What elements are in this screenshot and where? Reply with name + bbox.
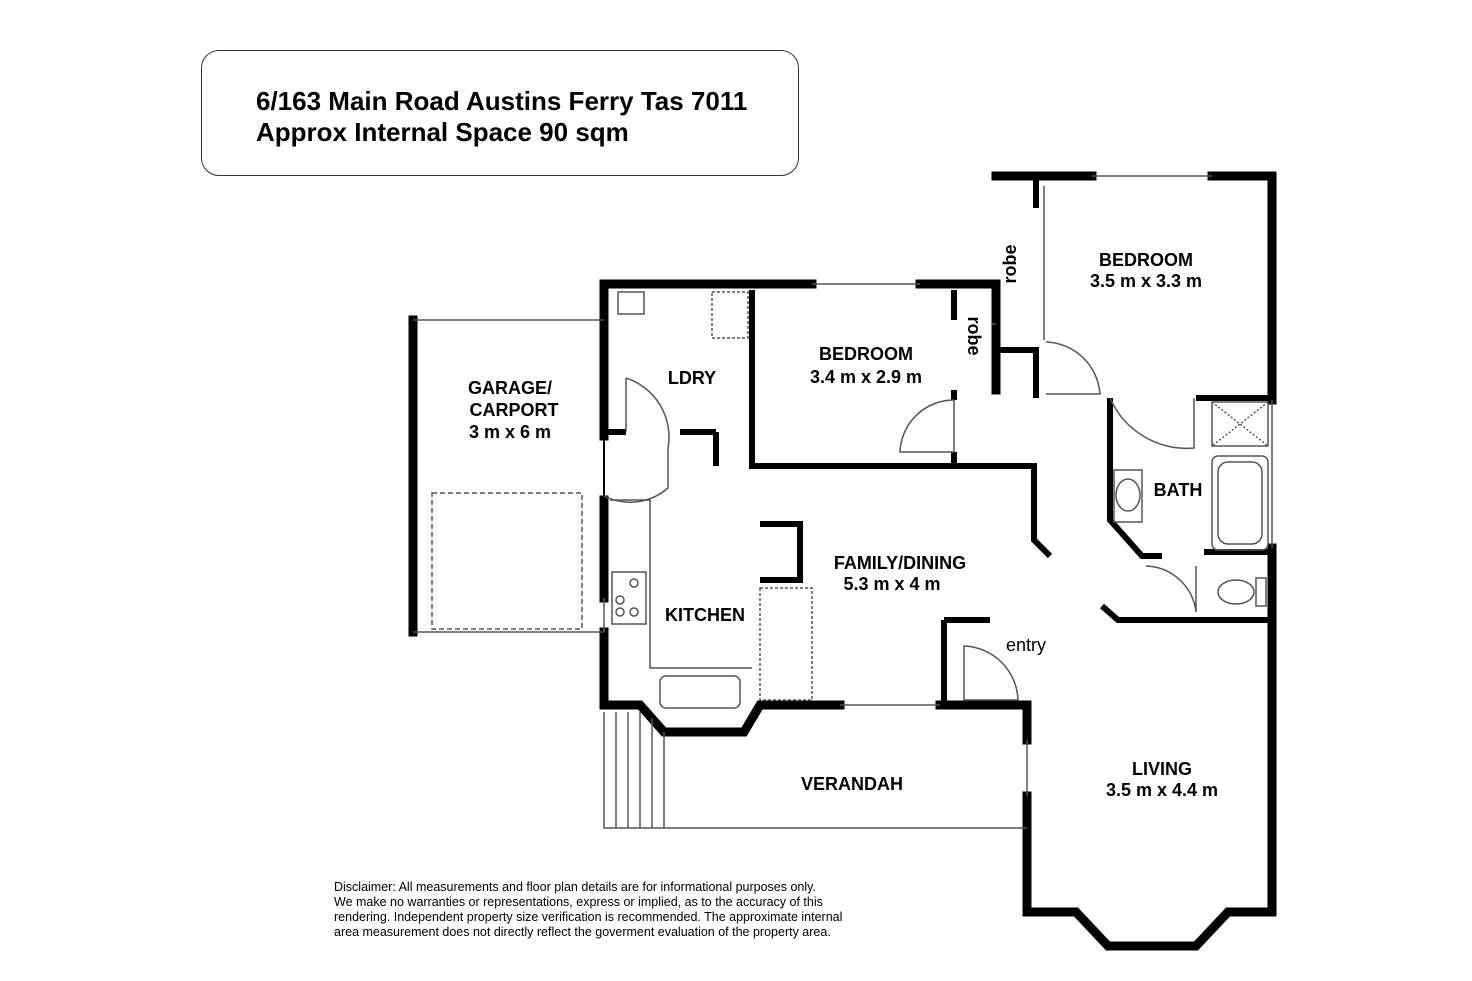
header-box xyxy=(201,50,799,176)
thin-lines xyxy=(413,175,1273,829)
room-labels: BEDROOM 3.5 m x 3.3 m BEDROOM 3.4 m x 2.… xyxy=(468,244,1218,800)
bath-label: BATH xyxy=(1154,480,1203,500)
robe-label-2: robe xyxy=(964,316,984,355)
family-dining-name: FAMILY/DINING xyxy=(834,553,966,573)
disclaimer-line: Disclaimer: All measurements and floor p… xyxy=(334,880,816,894)
bedroom-1-name: BEDROOM xyxy=(819,344,913,364)
laundry-label: LDRY xyxy=(668,368,716,388)
disclaimer: Disclaimer: All measurements and floor p… xyxy=(334,880,894,940)
internal-area: Approx Internal Space 90 sqm xyxy=(256,117,629,147)
bedroom-2-size: 3.5 m x 3.3 m xyxy=(1090,271,1202,291)
bedroom-1-size: 3.4 m x 2.9 m xyxy=(810,367,922,387)
living-name: LIVING xyxy=(1132,759,1192,779)
disclaimer-line: area measurement does not directly refle… xyxy=(334,925,831,939)
robe-label-1: robe xyxy=(1000,244,1020,283)
bedroom-2-name: BEDROOM xyxy=(1099,250,1193,270)
entry-label: entry xyxy=(1006,635,1046,655)
disclaimer-line: rendering. Independent property size ver… xyxy=(334,910,843,924)
disclaimer-line: We make no warranties or representations… xyxy=(334,895,823,909)
property-address: 6/163 Main Road Austins Ferry Tas 7011 xyxy=(256,86,748,116)
garage-line1: GARAGE/ xyxy=(468,378,552,398)
living-size: 3.5 m x 4.4 m xyxy=(1106,780,1218,800)
interior-walls xyxy=(603,176,1272,705)
verandah-label: VERANDAH xyxy=(801,774,903,794)
garage-size: 3 m x 6 m xyxy=(469,422,551,442)
garage-line2: CARPORT xyxy=(470,400,559,420)
family-dining-size: 5.3 m x 4 m xyxy=(843,574,940,594)
kitchen-label: KITCHEN xyxy=(665,605,745,625)
exterior-walls xyxy=(408,171,1277,951)
